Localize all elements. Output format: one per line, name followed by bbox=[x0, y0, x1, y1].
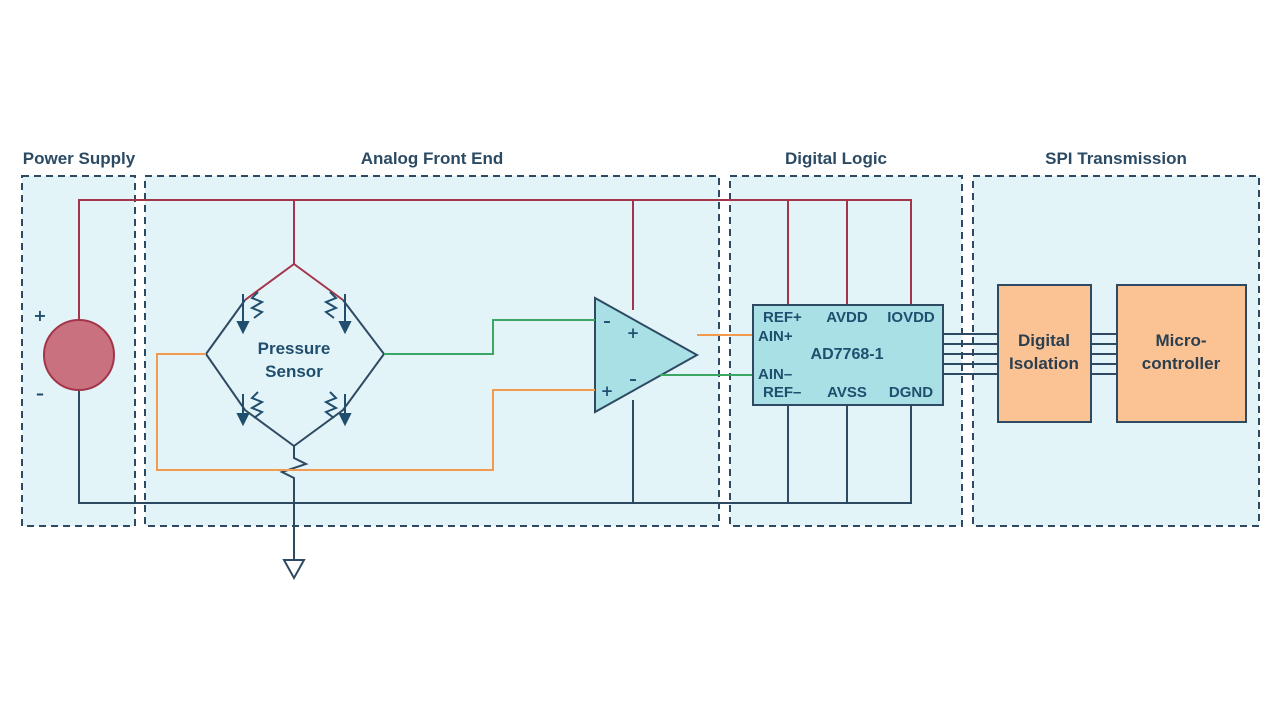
adc-pin-avss: AVSS bbox=[827, 384, 867, 401]
strain-gauge-top-right bbox=[323, 291, 352, 335]
power-source-minus: – bbox=[36, 384, 44, 403]
sense-plus-wires bbox=[384, 319, 753, 376]
digital-isolation-block bbox=[997, 284, 1092, 423]
amp-bottom-minus-sign: – bbox=[629, 370, 637, 388]
adc-part-number: AD7768-1 bbox=[811, 346, 884, 363]
pressure-sensor-label-line2: Sensor bbox=[265, 362, 323, 381]
power-source-symbol bbox=[43, 319, 115, 391]
pressure-sensor-label-line1: Pressure bbox=[258, 339, 331, 358]
strain-gauge-bottom-left bbox=[236, 391, 265, 427]
ground-wires bbox=[78, 296, 1117, 560]
amp-noninverting-input-sign: + bbox=[601, 382, 614, 400]
adc-block bbox=[752, 304, 944, 406]
section-title-spi-transmission: SPI Transmission bbox=[1045, 149, 1187, 168]
section-title-analog-front-end: Analog Front End bbox=[361, 149, 504, 168]
adc-pin-ain-plus: AIN+ bbox=[758, 328, 793, 345]
adc-pin-ain-minus: AIN– bbox=[758, 366, 792, 383]
strain-gauges bbox=[236, 291, 352, 427]
microcontroller-label-line2: controller bbox=[1142, 354, 1221, 373]
adc-pin-dgnd: DGND bbox=[889, 384, 933, 401]
amp-top-plus-sign: + bbox=[627, 324, 640, 342]
ground-symbol bbox=[282, 559, 306, 581]
digital-isolation-label-line1: Digital bbox=[1018, 331, 1070, 350]
adc-pin-ref-plus: REF+ bbox=[763, 309, 802, 326]
sense-minus-wires bbox=[156, 334, 753, 471]
strain-gauge-bottom-right bbox=[323, 391, 352, 427]
adc-pin-iovdd: IOVDD bbox=[887, 309, 935, 326]
microcontroller-block bbox=[1116, 284, 1247, 423]
amp-inverting-input-sign: – bbox=[603, 312, 611, 330]
strain-gauge-top-left bbox=[236, 291, 265, 335]
section-title-digital-logic: Digital Logic bbox=[785, 149, 887, 168]
microcontroller-label-line1: Micro- bbox=[1156, 331, 1207, 350]
adc-pin-avdd: AVDD bbox=[826, 309, 868, 326]
power-source-plus: + bbox=[33, 306, 46, 325]
adc-pin-ref-minus: REF– bbox=[763, 384, 801, 401]
digital-isolation-label-line2: Isolation bbox=[1009, 354, 1079, 373]
section-title-power-supply: Power Supply bbox=[23, 149, 136, 168]
supply-wires bbox=[78, 199, 912, 320]
